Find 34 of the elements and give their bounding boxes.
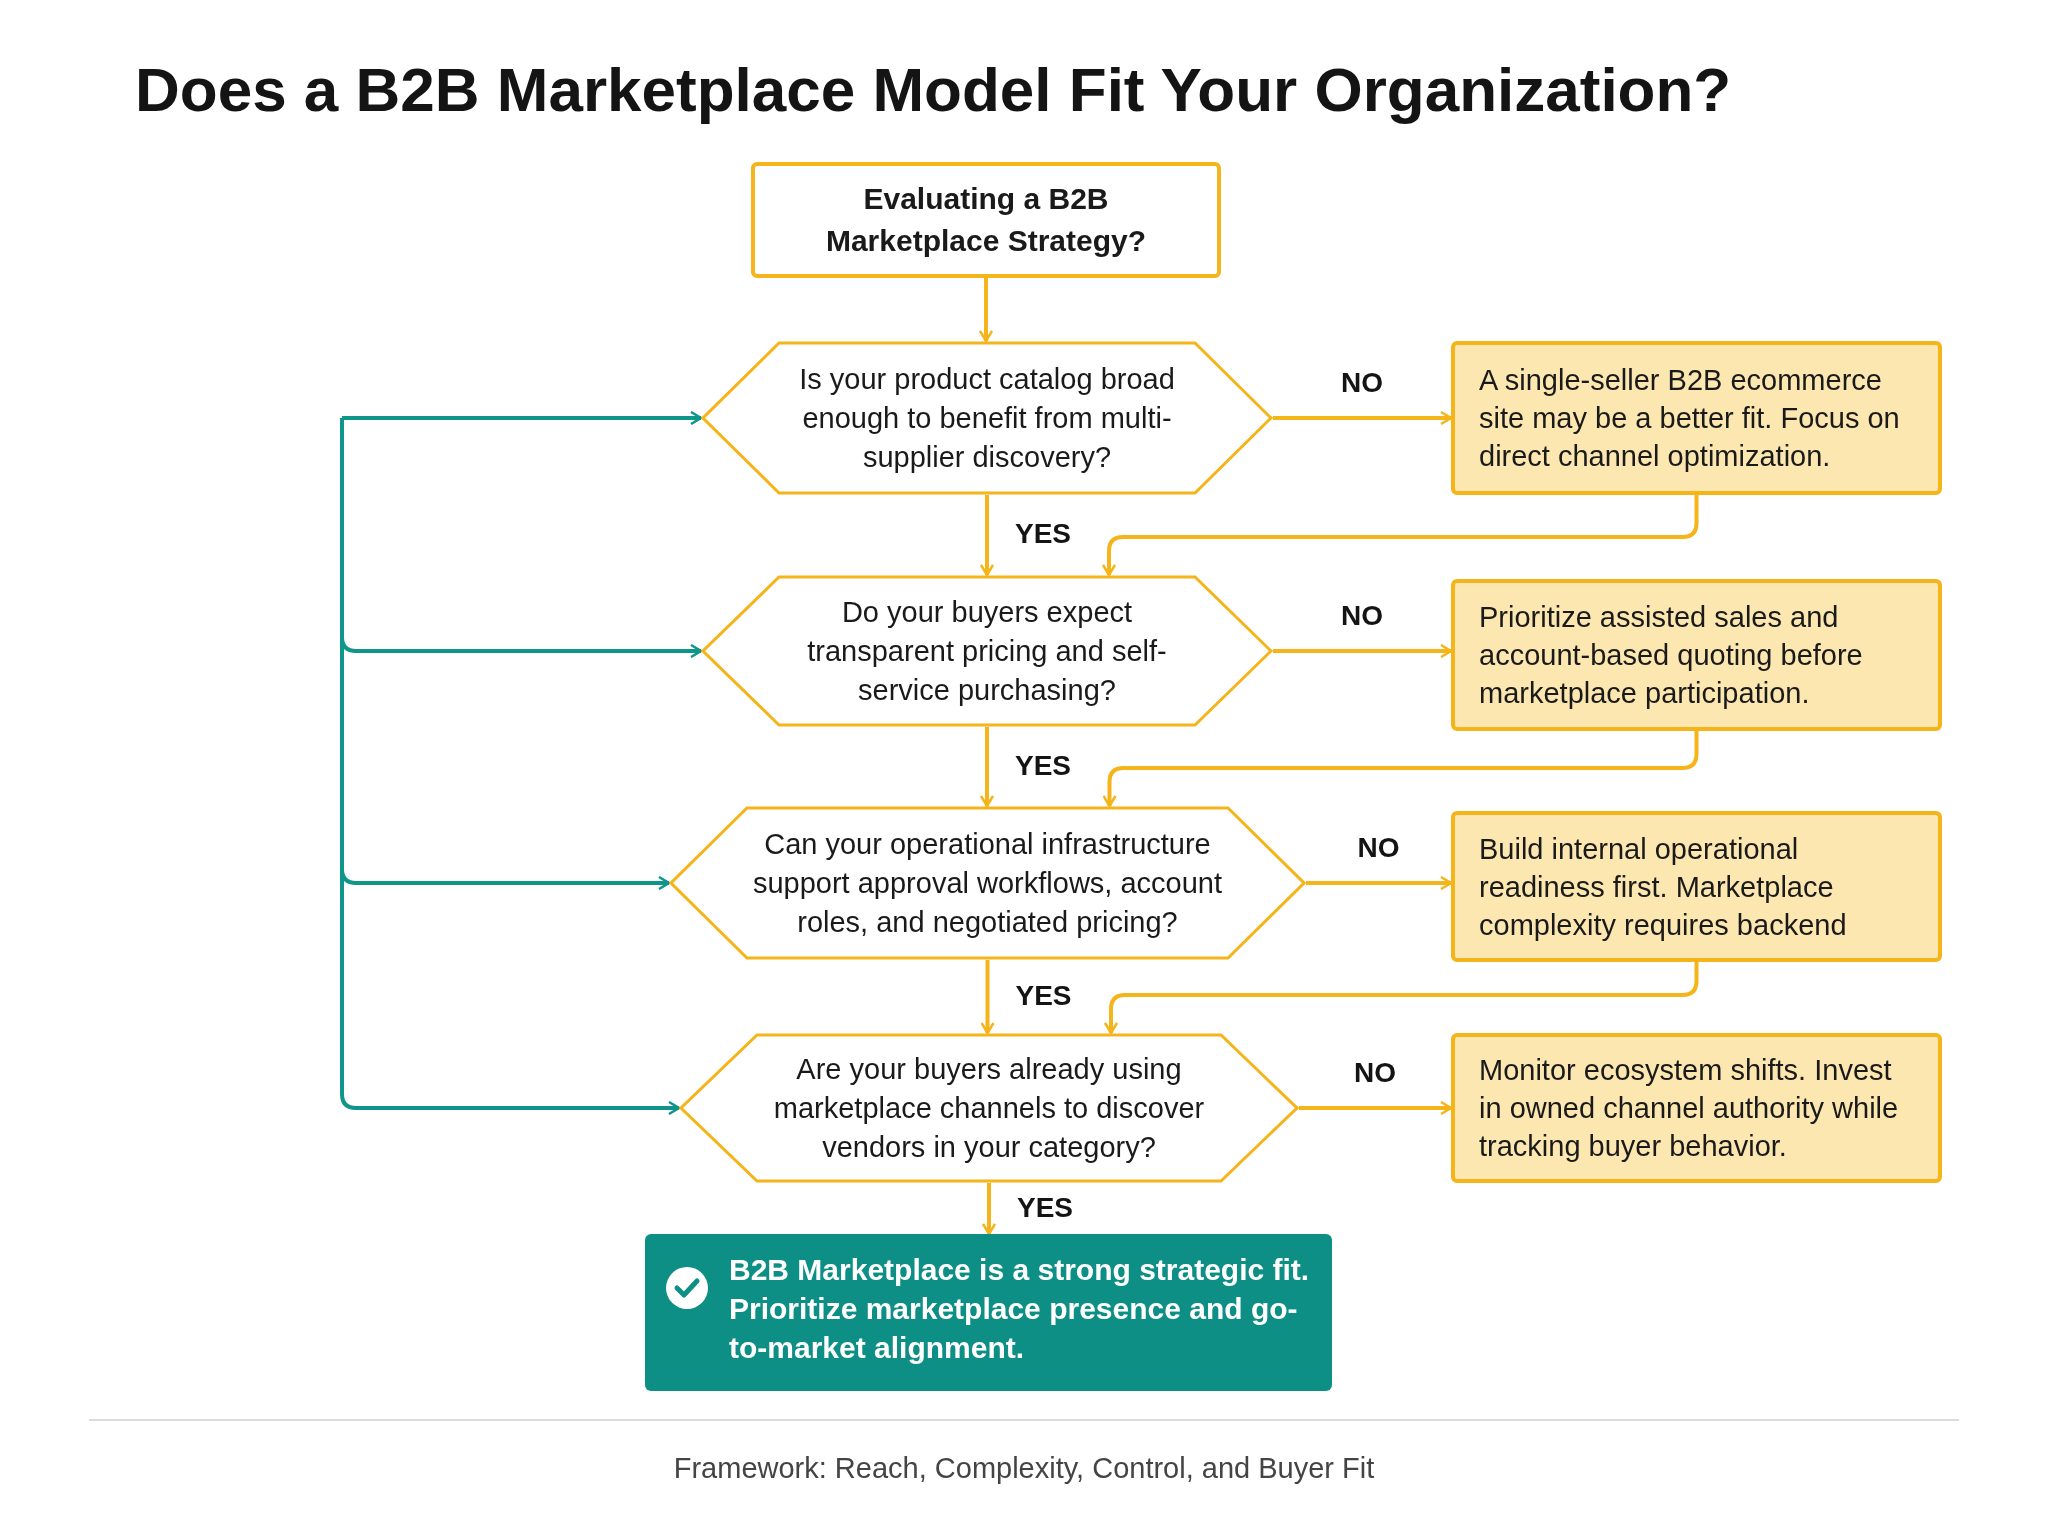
- node-text: Prioritize assisted sales and account-based quoting before marketplace participation.: [1479, 600, 1864, 711]
- arrow: [979, 727, 995, 808]
- outcome-box: [1451, 579, 1942, 731]
- arrow: [1299, 1100, 1453, 1116]
- node-text: Are your buyers already using marketplace channels to discover vendors in your category?: [772, 1051, 1206, 1165]
- diagram-title: Does a B2B Marketplace Model Fit Your Organization?: [135, 54, 1732, 126]
- node-text: Is your product catalog broad enough to benefit from multi-supplier discovery?: [798, 361, 1176, 475]
- node-text: Monitor ecosystem shifts. Invest in owned channel authority while tracking buyer behavior.: [1479, 1053, 1900, 1164]
- arrow: [1273, 643, 1453, 659]
- arrow: [978, 278, 994, 343]
- footer-note: Framework: Reach, Complexity, Control, and Buyer Fit: [672, 1451, 1376, 1486]
- arrow: [1102, 731, 1699, 808]
- arrow: [980, 960, 995, 1035]
- arrow: [1101, 495, 1699, 577]
- arrow: [979, 495, 995, 577]
- result-box: [645, 1234, 1332, 1391]
- arrow: [1306, 875, 1453, 891]
- outcome-box: [1451, 1033, 1942, 1183]
- node-text: A single-seller B2B ecommerce site may be a better fit. Focus on direct channel optimization.: [1479, 363, 1901, 474]
- decision-hexagon: [679, 1033, 1299, 1183]
- start-box: [751, 162, 1221, 278]
- node-text: Can your operational infrastructure support approval workflows, account roles, and negotiated pricing?: [751, 826, 1224, 940]
- arrow: [340, 410, 703, 426]
- decision-hexagon: [701, 575, 1273, 727]
- node-text: Do your buyers expect transparent pricing and self-service purchasing?: [806, 594, 1168, 708]
- outcome-box: [1451, 341, 1942, 495]
- arrow: [1273, 410, 1453, 426]
- arrow: [981, 1183, 997, 1236]
- node-text: B2B Marketplace is a strong strategic fit. Prioritize marketplace presence and go-to-market alignment.: [729, 1252, 1311, 1366]
- node-text: Evaluating a B2B Marketplace Strategy?: [824, 181, 1148, 259]
- outcome-box: [1451, 811, 1942, 962]
- decision-hexagon: [701, 341, 1273, 495]
- decision-hexagon: [669, 806, 1306, 960]
- node-text: Build internal operational readiness first. Marketplace complexity requires backend: [1479, 831, 1848, 943]
